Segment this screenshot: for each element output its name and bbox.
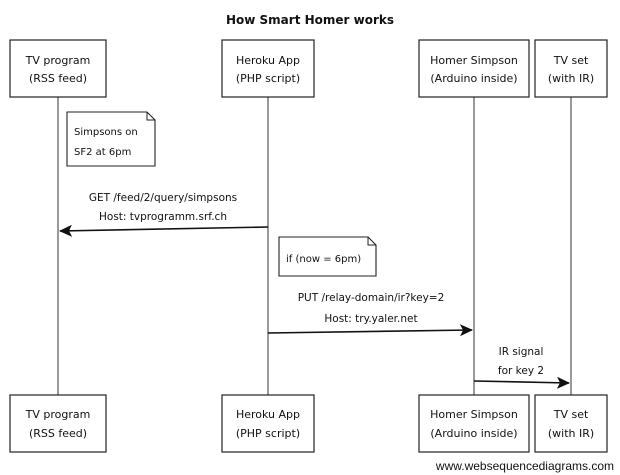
message-get-feed: GET /feed/2/query/simpsons Host: tvprogr… xyxy=(59,192,269,237)
arrow-right xyxy=(267,324,473,337)
participant-top-tv-program: TV program (RSS feed) xyxy=(9,39,107,98)
participant-top-homer-simpson: Homer Simpson (Arduino inside) xyxy=(418,39,530,98)
arrow-right xyxy=(473,376,570,389)
watermark-link[interactable]: www.websequencediagrams.com xyxy=(435,459,614,473)
participant-bottom-homer-simpson: Homer Simpson (Arduino inside) xyxy=(418,394,530,453)
participant-name: TV set xyxy=(553,408,589,421)
participant-bottom-tv-set: TV set (with IR) xyxy=(534,394,608,453)
participant-name: Heroku App xyxy=(236,408,300,421)
arrow-left xyxy=(59,224,269,237)
message-label: GET /feed/2/query/simpsons xyxy=(89,192,237,204)
participant-top-tv-set: TV set (with IR) xyxy=(534,39,608,98)
participant-subtitle: (PHP script) xyxy=(236,72,300,85)
participant-subtitle: (RSS feed) xyxy=(29,427,87,440)
participant-bottom-tv-program: TV program (RSS feed) xyxy=(9,394,107,453)
participant-name: Homer Simpson xyxy=(430,408,518,421)
message-ir-signal: IR signal for key 2 xyxy=(473,346,570,389)
participant-subtitle: (with IR) xyxy=(548,427,594,440)
message-label: for key 2 xyxy=(498,365,544,377)
message-put-relay: PUT /relay-domain/ir?key=2 Host: try.yal… xyxy=(267,292,473,337)
participant-subtitle: (with IR) xyxy=(548,72,594,85)
participant-subtitle: (RSS feed) xyxy=(29,72,87,85)
message-label: Host: tvprogramm.srf.ch xyxy=(99,211,227,223)
participant-name: TV program xyxy=(25,408,91,421)
message-label: Host: try.yaler.net xyxy=(324,313,417,325)
diagram-title: How Smart Homer works xyxy=(226,13,394,27)
message-label: IR signal xyxy=(499,346,544,358)
participant-name: TV set xyxy=(553,54,589,67)
participant-name: Heroku App xyxy=(236,54,300,67)
note-text: SF2 at 6pm xyxy=(74,147,131,158)
message-label: PUT /relay-domain/ir?key=2 xyxy=(298,292,445,304)
participant-bottom-heroku-app: Heroku App (PHP script) xyxy=(221,394,315,453)
participant-name: Homer Simpson xyxy=(430,54,518,67)
note-text: if (now = 6pm) xyxy=(286,254,361,265)
participant-top-heroku-app: Heroku App (PHP script) xyxy=(221,39,315,98)
note-simpsons-schedule: Simpsons on SF2 at 6pm xyxy=(66,111,156,167)
participant-subtitle: (Arduino inside) xyxy=(430,72,517,85)
participant-subtitle: (Arduino inside) xyxy=(430,427,517,440)
participant-name: TV program xyxy=(25,54,91,67)
note-text: Simpsons on xyxy=(74,127,138,138)
note-time-check: if (now = 6pm) xyxy=(278,236,377,277)
participant-subtitle: (PHP script) xyxy=(236,427,300,440)
